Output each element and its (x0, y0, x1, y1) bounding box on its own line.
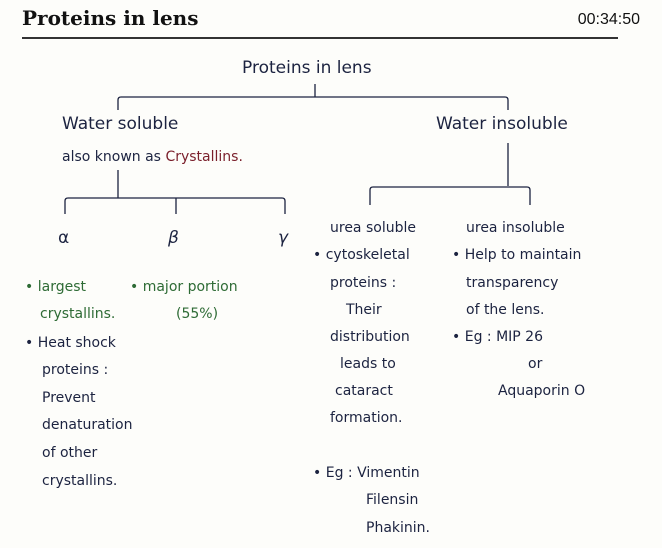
beta-node: β (168, 228, 179, 248)
urea-insoluble-example: or (528, 356, 543, 372)
alpha-note: crystallins. (42, 473, 118, 489)
crystallins-term: Crystallins. (165, 149, 243, 165)
gamma-node: γ (278, 228, 289, 248)
urea-insoluble-note: transparency (466, 275, 559, 291)
urea-soluble-note: formation. (330, 410, 403, 426)
urea-soluble-note: leads to (340, 356, 396, 372)
timestamp: 00:34:50 (577, 11, 640, 28)
alpha-note: • largest (25, 279, 86, 295)
urea-insoluble-example: Aquaporin O (498, 383, 586, 399)
urea-soluble-note: cataract (335, 383, 393, 399)
urea-insoluble-note: of the lens. (466, 302, 545, 318)
urea-soluble-note: distribution (330, 329, 410, 345)
alpha-node: α (58, 228, 70, 248)
header-divider (22, 37, 618, 39)
aka-prefix: also known as (62, 149, 161, 165)
alpha-note: • Heat shock (25, 335, 116, 351)
root-node: Proteins in lens (242, 58, 372, 78)
urea-soluble-note: proteins : (330, 275, 397, 291)
urea-soluble-example: Phakinin. (366, 520, 430, 536)
water-insoluble-node: Water insoluble (436, 114, 568, 134)
alpha-note: denaturation (42, 417, 133, 433)
beta-note: (55%) (176, 306, 219, 322)
urea-insoluble-node: urea insoluble (466, 220, 565, 236)
urea-insoluble-note: • Help to maintain (452, 247, 582, 263)
beta-note: • major portion (130, 279, 238, 295)
alpha-note: of other (42, 445, 98, 461)
urea-soluble-example: Filensin (366, 492, 419, 508)
alpha-note: proteins : (42, 362, 109, 378)
urea-soluble-node: urea soluble (330, 220, 416, 236)
alpha-note: Prevent (42, 390, 96, 406)
water-soluble-node: Water soluble (62, 114, 179, 134)
urea-soluble-note: Their (346, 302, 382, 318)
alpha-note: crystallins. (40, 306, 116, 322)
urea-soluble-note: • cytoskeletal (313, 247, 410, 263)
urea-soluble-example: • Eg : Vimentin (313, 465, 420, 481)
aka-text: also known as Crystallins. (62, 148, 243, 166)
urea-insoluble-example: • Eg : MIP 26 (452, 329, 543, 345)
page-title: Proteins in lens (22, 6, 199, 30)
